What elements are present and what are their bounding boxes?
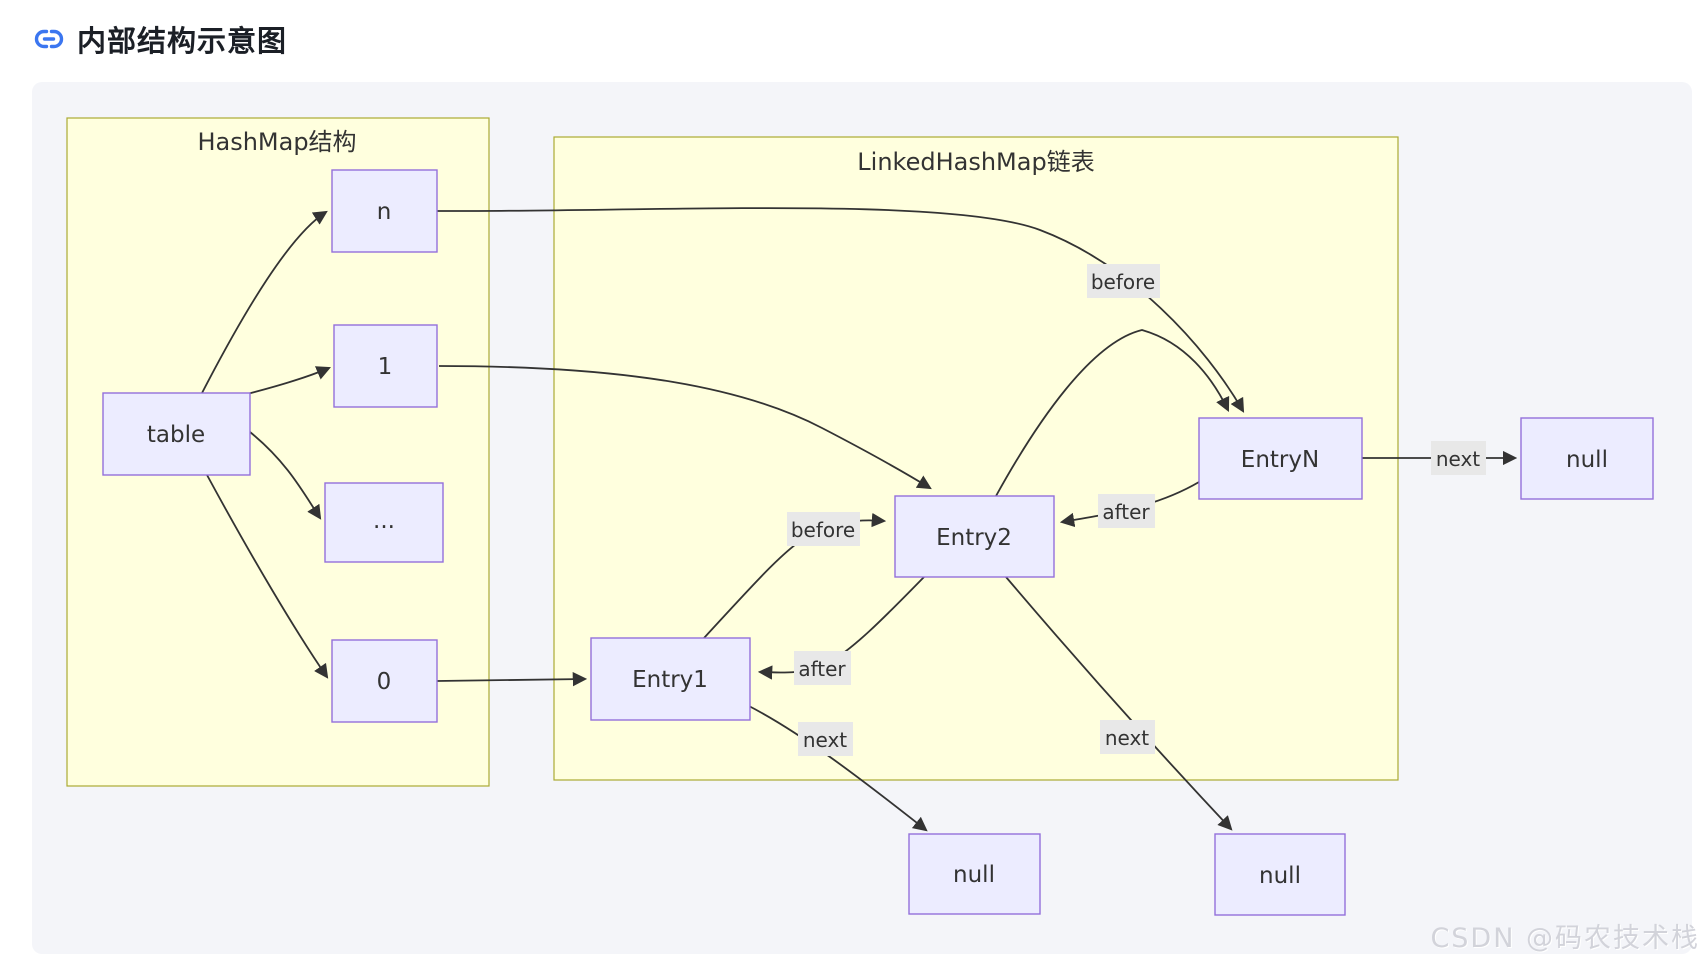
node-0	[331, 639, 438, 723]
edge-table-0	[206, 474, 329, 679]
node-null-bottom-left	[908, 833, 1041, 915]
edge-0-entry1	[436, 671, 588, 687]
edge-label-next-left: next	[803, 728, 847, 752]
edge-label-bg	[787, 512, 860, 546]
node-null-bottom-left-label: null	[953, 862, 995, 888]
node-dots	[324, 482, 444, 563]
edge-label-bg	[1100, 720, 1155, 754]
node-entry2-label: Entry2	[936, 525, 1012, 551]
edge-label-bg	[794, 651, 851, 685]
node-entry1	[590, 637, 751, 721]
node-1	[333, 324, 438, 408]
node-entry1-label: Entry1	[632, 667, 708, 693]
node-n-label: n	[377, 199, 392, 225]
edge-label-bg	[1087, 264, 1160, 298]
watermark: CSDN @码农技术栈	[1430, 923, 1700, 954]
subgraph-hashmap-title: HashMap结构	[197, 128, 356, 156]
edge-1-entry2	[438, 365, 932, 490]
node-n	[331, 169, 438, 253]
edge-table-1	[246, 366, 331, 395]
node-table	[102, 392, 251, 476]
link-icon[interactable]	[33, 23, 65, 55]
node-entryn-label: EntryN	[1241, 447, 1319, 473]
subgraph-linkedhashmap-title: LinkedHashMap链表	[857, 148, 1094, 176]
edge-label-group: before before after after next next next	[787, 264, 1486, 756]
edge-table-dots	[249, 431, 322, 520]
edge-label-after-right: after	[1102, 500, 1150, 524]
edge-label-bg	[1098, 494, 1155, 528]
node-table-label: table	[147, 422, 205, 448]
edge-entry2-entryn-before	[995, 329, 1230, 497]
node-entry2	[894, 495, 1055, 578]
node-1-label: 1	[378, 354, 393, 380]
edge-entry2-null-next	[1005, 576, 1233, 831]
node-null-right	[1520, 417, 1654, 500]
node-entryn	[1198, 417, 1363, 500]
edge-label-before-left: before	[791, 518, 855, 542]
page-header: 内部结构示意图	[33, 18, 287, 60]
edge-n-entryn	[436, 207, 1245, 413]
edge-label-bg	[798, 722, 853, 756]
node-group: table n 1 ... 0 Entry1 Entry2 EntryN nul…	[102, 169, 1654, 916]
node-dots-label: ...	[373, 508, 395, 534]
page-title: 内部结构示意图	[77, 24, 288, 58]
edge-entry1-null-next	[746, 704, 928, 832]
edge-label-before-top: before	[1091, 270, 1155, 294]
edge-label-next-right: next	[1436, 447, 1480, 471]
edge-label-bg	[1431, 441, 1486, 475]
edge-label-next-mid: next	[1105, 726, 1149, 750]
node-0-label: 0	[377, 669, 392, 695]
node-null-right-label: null	[1566, 447, 1608, 473]
edge-label-after-mid: after	[798, 657, 846, 681]
edge-table-n	[201, 210, 328, 394]
node-null-bottom-right-label: null	[1259, 863, 1301, 889]
node-null-bottom-right	[1214, 833, 1346, 916]
